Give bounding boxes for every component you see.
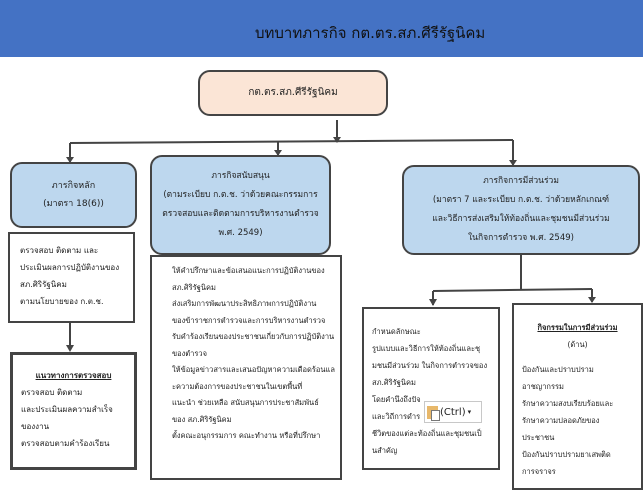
- rule-line: สภ.ศิริรัฐนิคม: [372, 378, 416, 387]
- detail-line: ะความต้องการของประชาชนในเขตพื้นที่: [172, 381, 303, 391]
- rule-line: รูปแบบและวิธีการให้ท้องถิ่นและชุ: [372, 344, 481, 353]
- activity-line: ป้องกันปราบปรามยาเสพติด: [522, 450, 611, 459]
- guidance-line: ตรวจสอบ ติดตาม: [21, 388, 83, 397]
- support-mission-title: ภารกิจสนับสนุน: [211, 171, 270, 181]
- clipboard-icon: [427, 405, 440, 421]
- detail-line: ตามนโยบายของ ก.ต.ช.: [20, 297, 104, 306]
- arrow-head: [509, 160, 517, 166]
- participation-mission-title: ภารกิจการมีส่วนร่วม: [483, 176, 559, 186]
- arrow-head: [588, 297, 596, 303]
- detail-line: สภ.ศิริรัฐนิคม: [20, 280, 67, 289]
- arrow-head: [333, 137, 341, 143]
- header-banner: บทบาทภารกิจ กต.ตร.สภ.ศีรีรัฐนิคม: [0, 0, 643, 57]
- main-mission-details: ตรวจสอบ ติดตาม และ ประเมินผลการปฏิบัติงา…: [8, 232, 135, 323]
- arrow-head: [429, 299, 437, 306]
- main-mission-subtitle: (มาตรา 18(6)): [43, 199, 104, 209]
- rule-line: นสำคัญ: [372, 446, 398, 455]
- activities-title: กิจกรรมในการมีส่วนร่วม: [537, 323, 618, 332]
- detail-line: ของข้าราชการตำรวจและการบริหารงานตำรวจ: [172, 315, 326, 325]
- activity-line: อาชญากรรม: [522, 382, 564, 391]
- support-mission-subtitle: พ.ศ. 2549): [218, 228, 263, 238]
- paste-options-button[interactable]: (Ctrl) ▾: [424, 401, 482, 423]
- rule-line: กำหนดลักษณะ: [372, 327, 421, 336]
- detail-line: ส่งเสริมการพัฒนาประสิทธิภาพการปฏิบัติงาน: [172, 299, 317, 308]
- arrow-head: [66, 345, 74, 352]
- connector: [432, 288, 593, 292]
- paste-options-label: (Ctrl): [440, 406, 466, 418]
- page-title: บทบาทภารกิจ กต.ตร.สภ.ศีรีรัฐนิคม: [255, 24, 486, 42]
- participation-rules-box: กำหนดลักษณะ รูปแบบและวิธีการให้ท้องถิ่นแ…: [362, 307, 500, 470]
- detail-line: ของ สภ.ศิริรัฐนิคม: [172, 414, 232, 424]
- activity-line: การจราจร: [522, 467, 556, 476]
- rule-line: และวิถีการดำร: [372, 412, 421, 421]
- detail-line: ตั้งคณะอนุกรรมการ คณะทำงาน หรือที่ปรึกษา: [172, 431, 321, 440]
- detail-line: ประเมินผลการปฏิบัติงานของ: [20, 263, 120, 272]
- arrow-head: [274, 150, 282, 156]
- guidance-line: ตรวจสอบตามคำร้องเรียน: [21, 439, 110, 448]
- participation-mission-subtitle: ในกิจการตำรวจ พ.ศ. 2549): [468, 233, 574, 243]
- support-mission-subtitle: ตรวจสอบและติดตามการบริหารงานตำรวจ: [162, 209, 319, 219]
- activity-line: รักษาความสงบเรียบร้อยและ: [522, 399, 614, 408]
- guidance-line: และประเมินผลความสำเร็จ: [21, 405, 113, 414]
- participation-activities-box: กิจกรรมในการมีส่วนร่วม (ด้าน) ป้องกันและ…: [512, 303, 643, 490]
- arrow-head: [66, 157, 74, 163]
- detail-line: สภ.ศิริรัฐนิคม: [172, 282, 216, 292]
- activity-line: รักษาความปลอดภัยของ: [522, 416, 600, 425]
- detail-line: รับคำร้องเรียนของประชาชนเกี่ยวกับการปฏิบ…: [172, 332, 335, 341]
- guidance-title: แนวทางการตรวจสอบ: [35, 371, 112, 380]
- main-mission-box: ภารกิจหลัก (มาตรา 18(6)): [10, 162, 137, 228]
- rule-line: ชีวิตของแต่ละท้องถิ่นและชุมชนเป็: [372, 429, 482, 438]
- support-mission-box: ภารกิจสนับสนุน (ตามระเบียบ ก.ต.ช. ว่าด้ว…: [150, 155, 331, 255]
- support-mission-subtitle: (ตามระเบียบ ก.ต.ช. ว่าด้วยคณะกรรมการ: [163, 190, 318, 200]
- connector: [69, 139, 514, 144]
- detail-line: ตรวจสอบ ติดตาม และ: [20, 246, 99, 255]
- chevron-down-icon: ▾: [467, 408, 472, 416]
- participation-mission-subtitle: และวิธีการส่งเสริมให้ท้องถิ่นและชุมชนมีส…: [432, 214, 610, 224]
- rule-line: โดยคำนึงถึงปัจ: [372, 395, 421, 404]
- participation-mission-subtitle: (มาตรา 7 และระเบียบ ก.ต.ช. ว่าด้วยหลักเก…: [432, 195, 610, 205]
- guidance-line: ของงาน: [21, 422, 50, 431]
- activities-subtitle: (ด้าน): [567, 340, 588, 349]
- detail-line: ของตำรวจ: [172, 348, 208, 358]
- inspection-guidance-box: แนวทางการตรวจสอบ ตรวจสอบ ติดตาม และประเม…: [10, 352, 137, 470]
- participation-mission-box: ภารกิจการมีส่วนร่วม (มาตรา 7 และระเบียบ …: [402, 165, 640, 255]
- support-mission-details: ให้คำปรึกษาและข้อเสนอแนะการปฏิบัติงานของ…: [150, 255, 342, 480]
- organization-box: กต.ตร.สภ.ศีรีรัฐนิคม: [198, 70, 388, 116]
- rule-line: มชนมีส่วนร่วม ในกิจการตำรวจของ: [372, 361, 488, 370]
- detail-line: ให้ข้อมูลข่าวสารและเสนอปัญหาความเดือดร้อ…: [172, 365, 335, 374]
- detail-line: ให้คำปรึกษาและข้อเสนอแนะการปฏิบัติงานของ: [172, 266, 325, 275]
- main-mission-title: ภารกิจหลัก: [51, 181, 96, 191]
- organization-label: กต.ตร.สภ.ศีรีรัฐนิคม: [248, 87, 338, 98]
- detail-line: แนะนำ ช่วยเหลือ สนับสนุนการประชาสัมพันธ์: [172, 398, 319, 407]
- activity-line: ประชาชน: [522, 433, 555, 442]
- activity-line: ป้องกันและปราบปราม: [522, 365, 594, 374]
